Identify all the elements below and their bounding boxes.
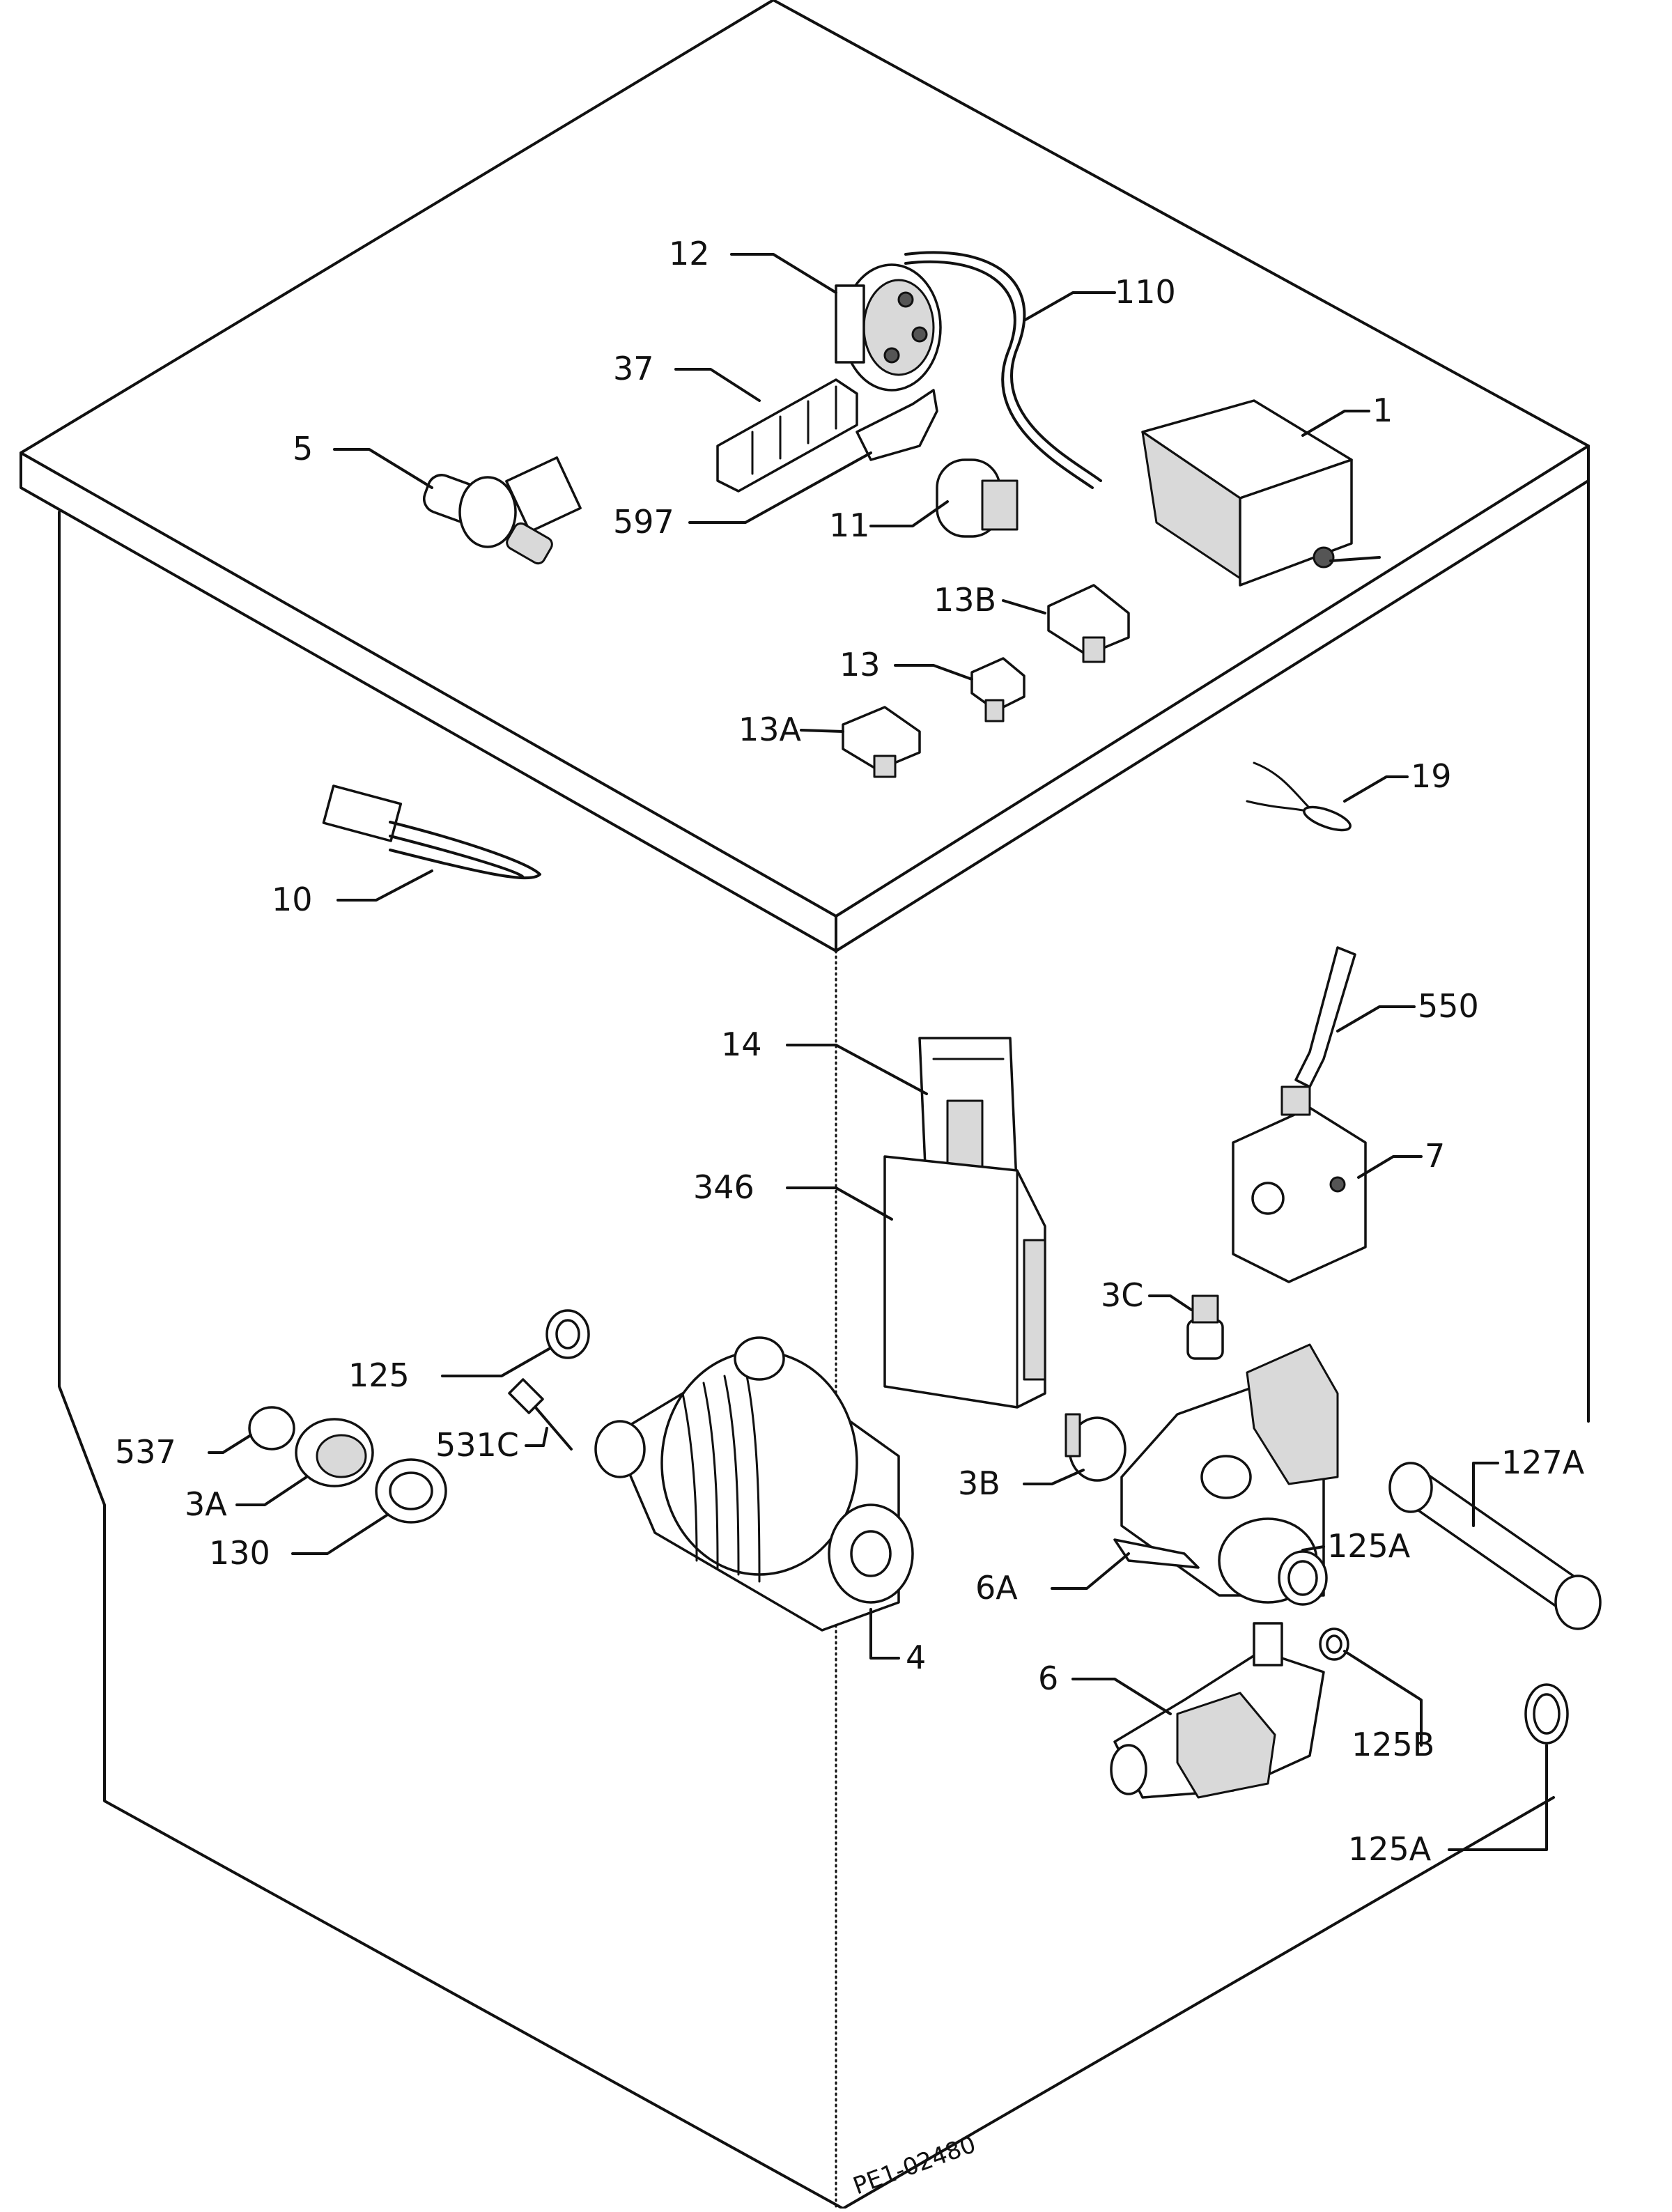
label-130: 130 [209, 1534, 270, 1572]
label-125a-lower: 125A [1348, 1830, 1432, 1868]
leader-597 [688, 451, 872, 524]
leader-125a-lower [1448, 1744, 1548, 1851]
label-37: 37 [613, 350, 654, 387]
leader-127a [1472, 1462, 1499, 1527]
ring-125a-upper-part [1278, 1550, 1328, 1606]
leader-4 [869, 1608, 900, 1660]
leader-537 [208, 1434, 252, 1454]
ring-125a-lower-part [1524, 1683, 1569, 1745]
leader-6 [1071, 1678, 1172, 1715]
cabinet-bottom-edge [842, 1796, 1555, 2210]
connector-13b-part [1047, 584, 1130, 663]
leader-13a [800, 729, 844, 733]
pump-housing-part [1113, 1343, 1339, 1604]
hose-part-inner [904, 260, 1094, 489]
leader-19 [1343, 775, 1409, 803]
label-14: 14 [721, 1026, 762, 1063]
label-19: 19 [1411, 757, 1452, 795]
label-6a: 6A [975, 1569, 1018, 1607]
heater-part [322, 784, 541, 880]
leader-10 [336, 869, 433, 902]
label-12: 12 [669, 235, 710, 272]
leader-1 [1301, 410, 1370, 437]
label-4: 4 [906, 1639, 926, 1676]
clip-part [856, 389, 938, 461]
leader-5 [333, 448, 433, 489]
pipe-127a-part [1388, 1462, 1602, 1630]
dispenser-part [883, 1037, 1046, 1409]
drawing-code: PE1-02480 [849, 2130, 980, 2201]
fitting-3a-part [295, 1418, 374, 1487]
leader-14 [786, 1044, 928, 1095]
door-lock-part [1232, 946, 1367, 1283]
screw-part [508, 1378, 573, 1451]
label-125b: 125B [1352, 1726, 1434, 1763]
label-125a-upper: 125A [1327, 1527, 1411, 1565]
label-110: 110 [1115, 273, 1176, 311]
grommet-130-part [375, 1458, 447, 1524]
label-550: 550 [1418, 987, 1479, 1025]
leader-125a-upper [1301, 1545, 1325, 1552]
label-1: 1 [1372, 392, 1393, 429]
connector-13-part [970, 657, 1025, 722]
part-labels: 12 110 37 5 597 11 1 13B 13 13A 19 10 14… [115, 235, 1585, 1868]
label-597: 597 [613, 503, 674, 541]
leader-lines [208, 253, 1548, 1851]
leader-37 [674, 368, 761, 402]
cabinet-outline [20, 0, 1590, 2210]
ring-125-part [545, 1309, 590, 1359]
leader-550 [1336, 1005, 1416, 1032]
leader-7 [1357, 1155, 1423, 1179]
inlet-valve-part [423, 456, 582, 565]
leader-110 [1023, 291, 1116, 322]
label-531c: 531C [435, 1426, 519, 1464]
leader-125b [1343, 1650, 1423, 1747]
label-3b: 3B [958, 1464, 1000, 1502]
label-125: 125 [348, 1356, 410, 1394]
timer-part [1141, 399, 1381, 587]
leader-13b [1002, 599, 1046, 614]
terminal-block-part [716, 378, 858, 493]
cabinet-lid-edge [20, 444, 1590, 952]
label-13a: 13A [738, 711, 802, 748]
label-13b: 13B [934, 581, 996, 619]
hose-part [904, 251, 1102, 482]
motor-part [594, 1336, 914, 1632]
pressure-switch-part [835, 263, 942, 392]
label-127a: 127A [1501, 1444, 1585, 1481]
ring-125b-part [1319, 1627, 1349, 1661]
label-6: 6 [1038, 1660, 1058, 1697]
leader-13 [894, 664, 973, 681]
label-3a: 3A [185, 1485, 227, 1523]
leader-3c [1148, 1294, 1193, 1311]
label-7: 7 [1425, 1137, 1445, 1175]
label-13: 13 [839, 646, 881, 683]
leader-531c [525, 1427, 548, 1447]
fitting-3c-part [1186, 1294, 1224, 1360]
cabinet-left-side [58, 511, 844, 2210]
leader-3b [1023, 1469, 1085, 1485]
cabinet-top [20, 0, 1590, 918]
leader-12 [730, 253, 837, 294]
leader-130 [291, 1514, 388, 1555]
label-3c: 3C [1101, 1276, 1143, 1314]
label-5: 5 [293, 430, 313, 467]
leader-125 [441, 1347, 552, 1377]
leader-6a [1051, 1552, 1130, 1590]
leader-11 [869, 500, 949, 527]
label-10: 10 [272, 881, 313, 918]
label-346: 346 [693, 1168, 754, 1206]
leader-3a [235, 1476, 308, 1506]
label-537: 537 [115, 1433, 176, 1471]
fitting-3b-part [1065, 1413, 1127, 1482]
pump-part [1110, 1622, 1325, 1799]
label-11: 11 [829, 506, 870, 544]
capacitor-part [936, 458, 1019, 538]
sensor-part [1246, 761, 1352, 832]
disc-537-part [248, 1406, 295, 1451]
connector-13a-part [842, 706, 921, 778]
leader-346 [786, 1186, 893, 1221]
